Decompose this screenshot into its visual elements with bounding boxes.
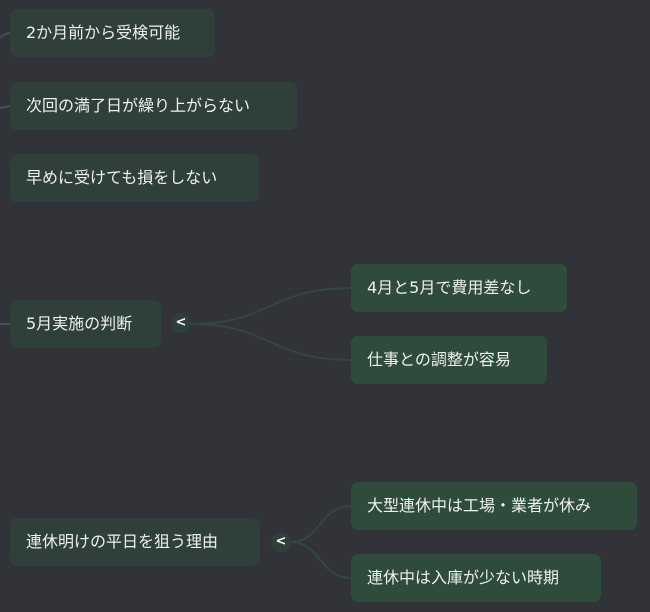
- node-label: 5月実施の判断: [26, 314, 133, 333]
- node-label: 2か月前から受検可能: [26, 23, 181, 42]
- mindmap-node[interactable]: 次回の満了日が繰り上がらない: [10, 82, 297, 130]
- mindmap-child-node[interactable]: 仕事との調整が容易: [351, 336, 547, 384]
- mindmap-child-node[interactable]: 4月と5月で費用差なし: [351, 264, 567, 312]
- node-label: 連休中は入庫が少ない時期: [367, 568, 560, 587]
- node-label: 仕事との調整が容易: [367, 350, 511, 369]
- collapse-toggle[interactable]: <: [271, 532, 291, 552]
- mindmap-node[interactable]: 2か月前から受検可能: [10, 9, 215, 57]
- node-label: 次回の満了日が繰り上がらない: [26, 96, 251, 115]
- node-label: 早めに受けても損をしない: [26, 168, 218, 187]
- mindmap-child-node[interactable]: 連休中は入庫が少ない時期: [351, 554, 601, 602]
- mindmap-child-node[interactable]: 大型連休中は工場・業者が休み: [351, 482, 637, 530]
- node-label: 4月と5月で費用差なし: [367, 278, 532, 297]
- mindmap-node-may-decision[interactable]: 5月実施の判断: [10, 300, 161, 348]
- node-label: 大型連休中は工場・業者が休み: [367, 496, 592, 515]
- collapse-toggle[interactable]: <: [171, 313, 191, 333]
- mindmap-node-holiday-reason[interactable]: 連休明けの平日を狙う理由: [10, 518, 260, 566]
- mindmap-node[interactable]: 早めに受けても損をしない: [10, 154, 259, 202]
- node-label: 連休明けの平日を狙う理由: [26, 532, 219, 551]
